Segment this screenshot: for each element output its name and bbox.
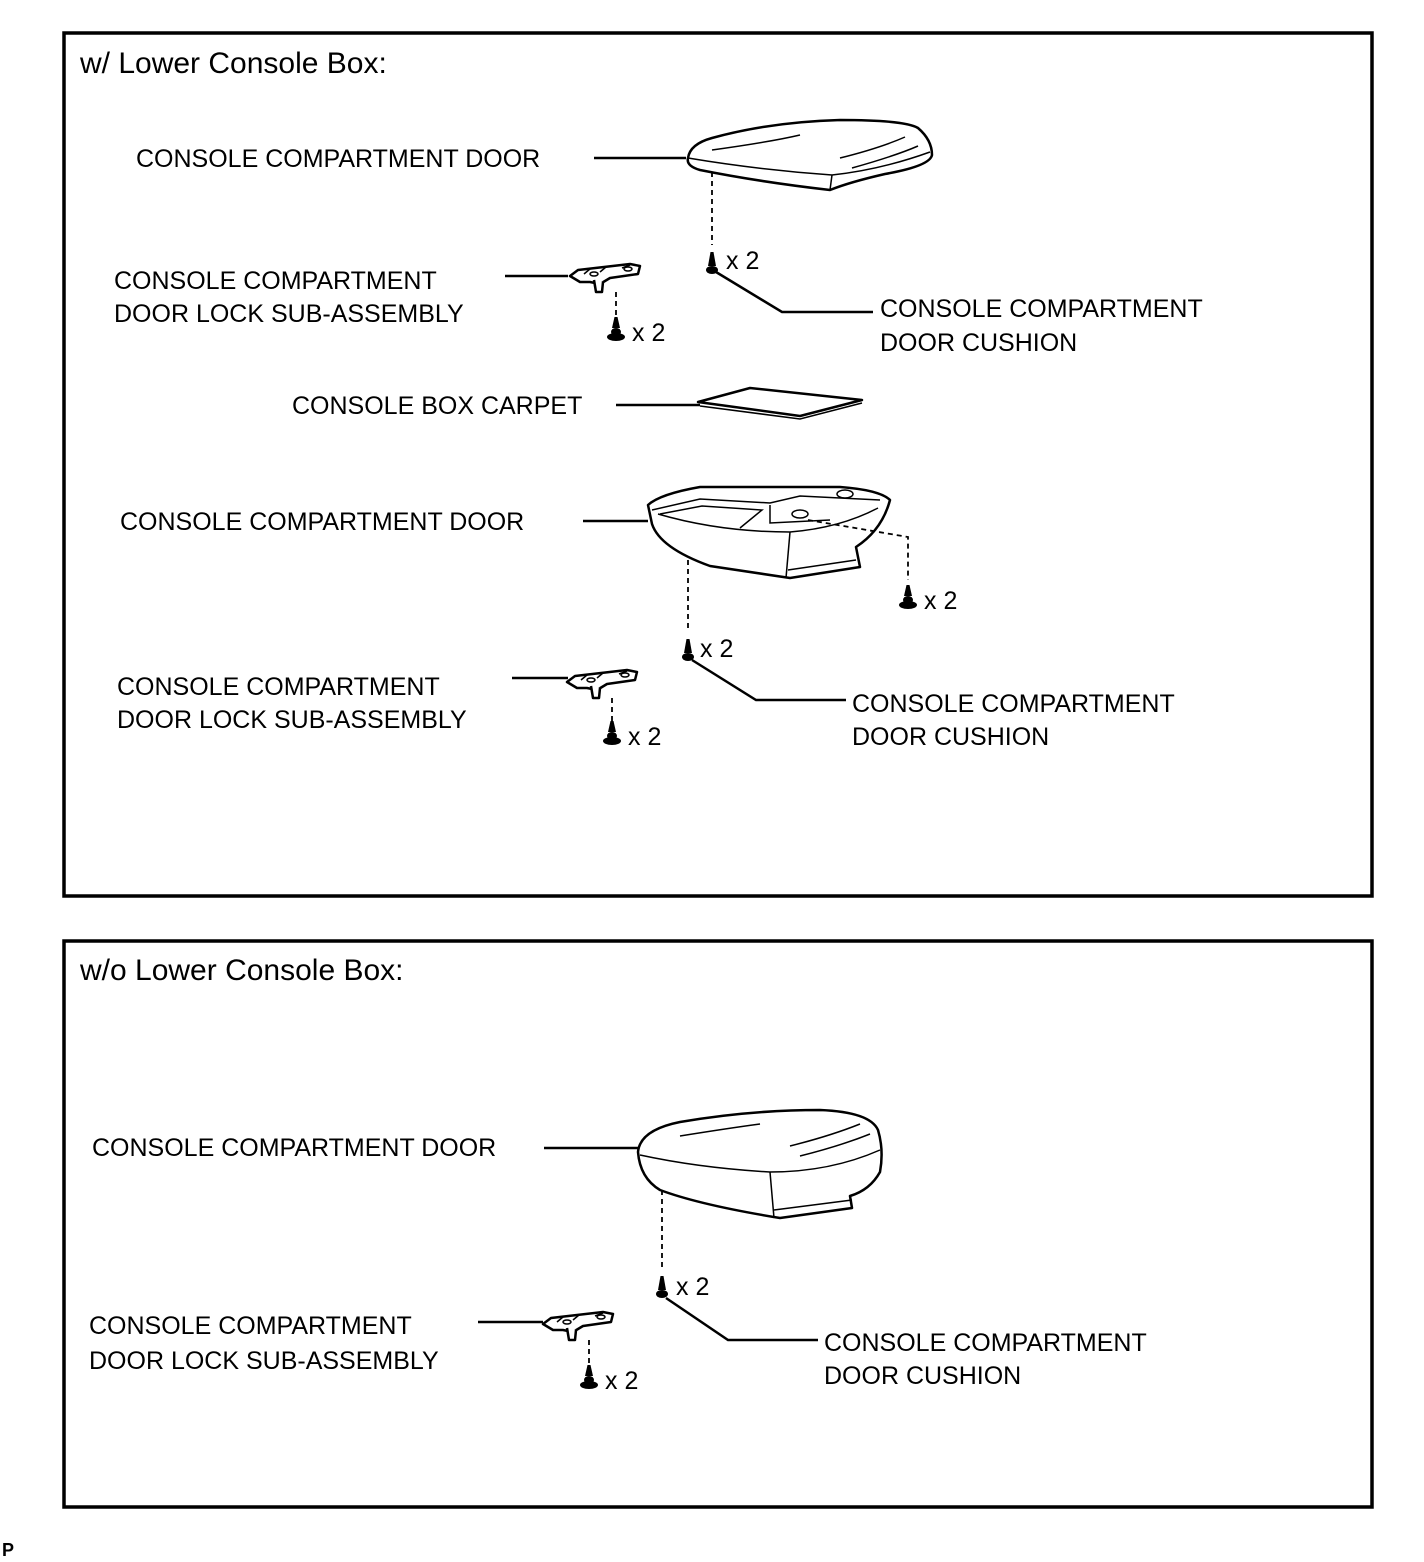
lock-label-line1: CONSOLE COMPARTMENT — [89, 1312, 412, 1340]
carpet-label: CONSOLE BOX CARPET — [292, 392, 582, 420]
cushion-label-line1: CONSOLE COMPARTMENT — [852, 690, 1175, 718]
cushion-label-line1: CONSOLE COMPARTMENT — [880, 295, 1203, 323]
leader-line — [715, 270, 873, 314]
console-compartment-door-part — [636, 1108, 883, 1220]
leader-line — [691, 658, 846, 702]
cushion-screw-icon — [682, 639, 694, 661]
lock-label-line2: DOOR LOCK SUB-ASSEMBLY — [117, 706, 467, 734]
door-label: CONSOLE COMPARTMENT DOOR — [120, 508, 524, 536]
door-lock-part — [565, 668, 639, 700]
leader-line — [665, 1296, 818, 1342]
console-compartment-door-part — [686, 118, 934, 192]
cushion-screw-icon — [656, 1276, 668, 1298]
panel-title: w/ Lower Console Box: — [79, 47, 387, 80]
door-label: CONSOLE COMPARTMENT DOOR — [136, 145, 540, 173]
cushion-label-line1: CONSOLE COMPARTMENT — [824, 1329, 1147, 1357]
qty-label: x 2 — [605, 1367, 638, 1395]
qty-label: x 2 — [700, 635, 733, 663]
cushion-label-line2: DOOR CUSHION — [852, 723, 1049, 751]
lock-screw-icon — [603, 721, 621, 745]
lock-screw-icon — [580, 1365, 598, 1389]
console-box-part — [646, 485, 892, 580]
lock-screw-icon — [607, 317, 625, 341]
cushion-label-line2: DOOR CUSHION — [824, 1362, 1021, 1390]
qty-label: x 2 — [726, 247, 759, 275]
door-label: CONSOLE COMPARTMENT DOOR — [92, 1134, 496, 1162]
cushion-label-line2: DOOR CUSHION — [880, 329, 1077, 357]
qty-label: x 2 — [924, 587, 957, 615]
console-box-carpet-part — [696, 386, 864, 418]
corner-mark: P — [2, 1540, 14, 1560]
door-lock-part — [541, 1310, 615, 1342]
panel-without-lower-box-frame — [62, 939, 1374, 1509]
lock-label-line2: DOOR LOCK SUB-ASSEMBLY — [114, 300, 464, 328]
panel-with-lower-box-frame — [62, 31, 1374, 898]
qty-label: x 2 — [628, 723, 661, 751]
box-screw-icon — [899, 585, 917, 609]
lock-label-line2: DOOR LOCK SUB-ASSEMBLY — [89, 1347, 439, 1375]
panel-title: w/o Lower Console Box: — [79, 954, 404, 987]
lock-label-line1: CONSOLE COMPARTMENT — [117, 673, 440, 701]
lock-label-line1: CONSOLE COMPARTMENT — [114, 267, 437, 295]
cushion-screw-icon — [706, 252, 718, 274]
door-lock-part — [568, 262, 642, 294]
qty-label: x 2 — [632, 319, 665, 347]
qty-label: x 2 — [676, 1273, 709, 1301]
